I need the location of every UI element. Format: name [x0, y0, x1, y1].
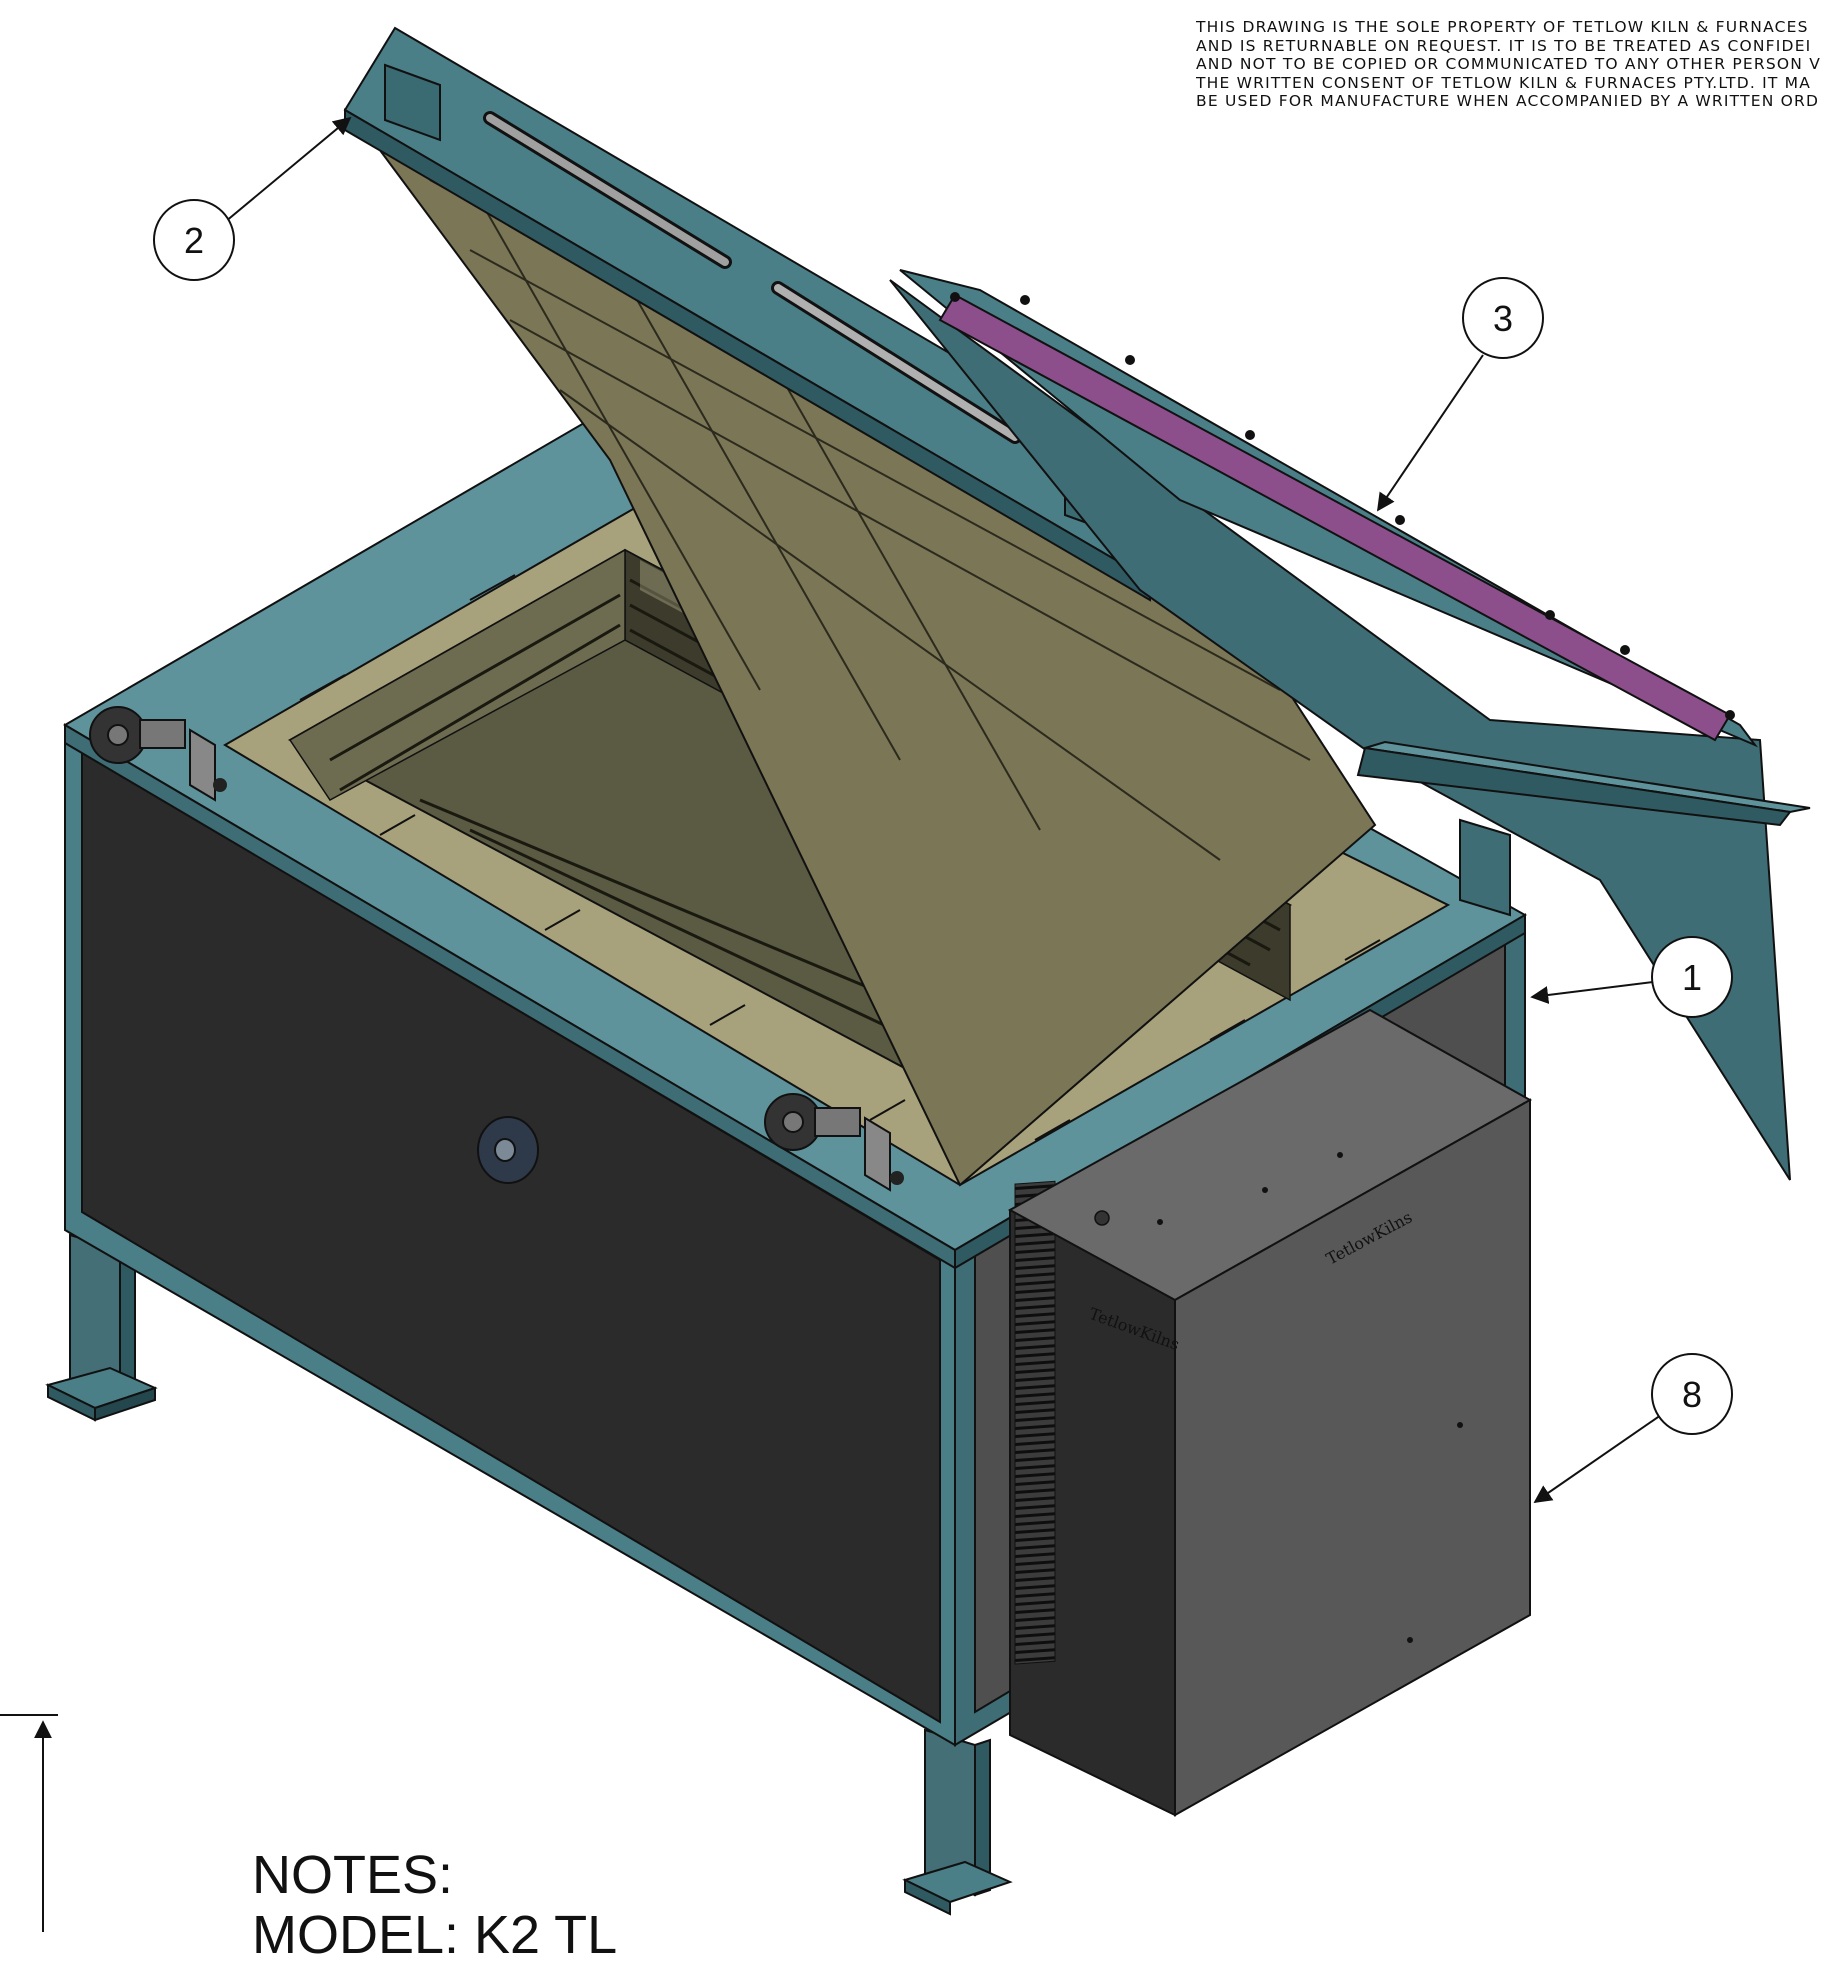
balloon-8: 8 — [1651, 1353, 1733, 1435]
svg-text:1: 1 — [1682, 957, 1702, 998]
leg-front-right — [902, 1728, 1013, 1916]
element-cover-hood — [889, 269, 1811, 1181]
leader-3 — [1376, 354, 1484, 512]
leader-lines — [224, 116, 1662, 1504]
element-terminal-cover — [938, 293, 1732, 742]
lid-latch-left[interactable] — [384, 63, 441, 142]
lid-stop-post — [1459, 818, 1511, 917]
disclaimer-line: AND NOT TO BE COPIED OR COMMUNICATED TO … — [1196, 55, 1821, 73]
hinge-spring-right — [764, 1093, 904, 1192]
balloon-1: 1 — [1651, 936, 1733, 1018]
control-box-front — [1174, 1098, 1531, 1817]
disclaimer-line: AND IS RETURNABLE ON REQUEST. IT IS TO B… — [1196, 36, 1812, 55]
leader-2 — [224, 116, 352, 223]
leg-front-left — [45, 1233, 158, 1422]
confidentiality-notice: THIS DRAWING IS THE SOLE PROPERTY OF TET… — [1196, 18, 1845, 111]
spy-hole — [477, 1116, 539, 1184]
balloon-2: 2 — [153, 199, 235, 281]
leader-1 — [1530, 981, 1654, 1004]
disclaimer-line: THE WRITTEN CONSENT OF TETLOW KILN & FUR… — [1196, 73, 1812, 92]
disclaimer-line: BE USED FOR MANUFACTURE WHEN ACCOMPANIED… — [1196, 92, 1820, 110]
lid-handle-left[interactable] — [483, 111, 732, 269]
notes-model: MODEL: K2 TL — [252, 1905, 618, 1965]
control-box: TetlowKilns TetlowKilns — [1007, 1008, 1533, 1817]
svg-text:2: 2 — [184, 220, 204, 261]
dimension-line — [0, 1714, 58, 1932]
balloon-3: 3 — [1462, 277, 1544, 359]
control-box-vents — [1014, 1180, 1056, 1665]
svg-text:8: 8 — [1682, 1374, 1702, 1415]
notes-heading: NOTES: — [252, 1845, 454, 1905]
hinge-spring-left — [89, 706, 227, 802]
svg-text:3: 3 — [1493, 298, 1513, 339]
notes-block: NOTES: MODEL: K2 TL — [252, 1845, 617, 1965]
leader-8 — [1533, 1414, 1662, 1504]
lid-handle-right[interactable] — [771, 281, 1022, 444]
disclaimer-line: THIS DRAWING IS THE SOLE PROPERTY OF TET… — [1196, 18, 1809, 36]
kiln-lid — [343, 26, 1377, 1187]
